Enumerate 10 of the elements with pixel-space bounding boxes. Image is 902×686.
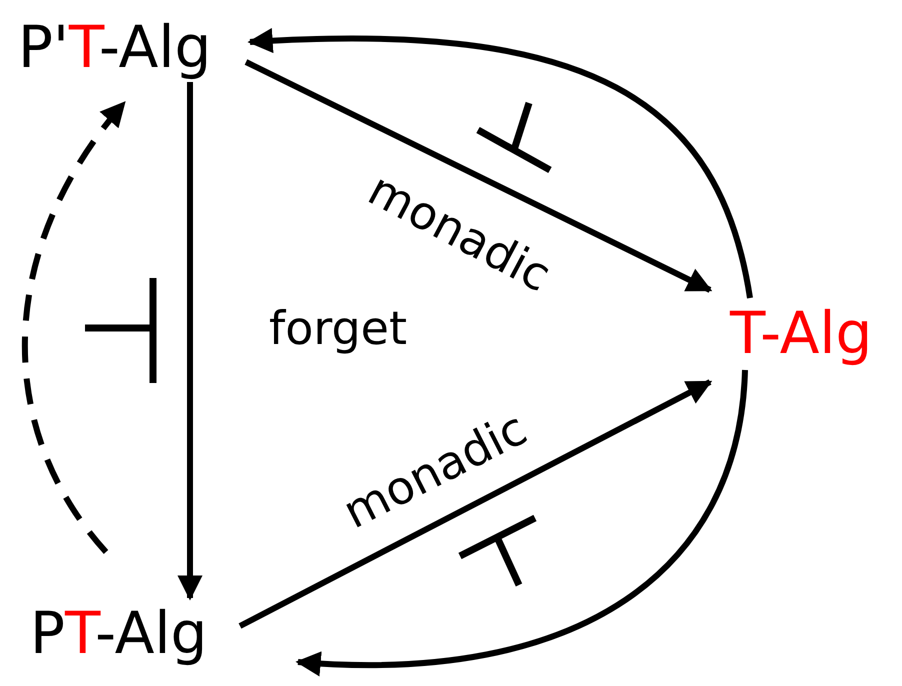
node-label: T-Alg (730, 298, 900, 368)
arrow (177, 82, 203, 601)
arrow (247, 28, 753, 299)
node-label: P'T-Alg (18, 12, 240, 82)
arrow (244, 59, 712, 293)
arrow (238, 379, 712, 629)
edge-label: forget (269, 302, 407, 354)
arrow (295, 370, 748, 676)
node-label: PT-Alg (30, 598, 235, 668)
arrow (22, 101, 126, 554)
